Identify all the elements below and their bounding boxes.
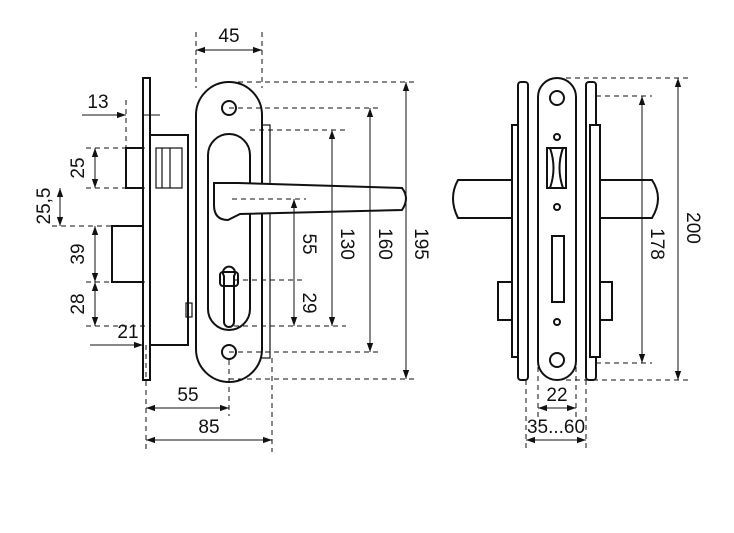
dim-200: 200	[682, 212, 703, 244]
dimension-labels: 45 13 25 25,5 39 28 21 55 85 55 29 130 1…	[34, 26, 703, 438]
left-back-plate	[517, 81, 529, 381]
dim-55-side: 55	[298, 233, 319, 254]
bottom-screw	[221, 344, 237, 360]
dim-195: 195	[410, 228, 431, 260]
side-dimensions	[526, 78, 682, 444]
dim-55-bottom: 55	[177, 385, 198, 406]
front-view	[52, 32, 418, 452]
dim-160: 160	[374, 228, 395, 260]
dim-130: 130	[336, 228, 357, 260]
dim-45: 45	[218, 26, 239, 47]
dim-35-60: 35...60	[527, 417, 585, 438]
dim-25: 25	[68, 157, 89, 178]
dim-21: 21	[117, 322, 138, 343]
side-view	[452, 77, 688, 452]
left-handle	[452, 179, 521, 219]
front-dimensions	[56, 46, 410, 444]
dim-29: 29	[298, 292, 319, 313]
dim-13: 13	[87, 92, 108, 113]
latch-bolt-inner	[155, 147, 183, 189]
side-faceplate	[537, 77, 577, 381]
latch-slot	[546, 147, 567, 189]
top-screw	[221, 100, 237, 116]
cylinder-hole	[222, 265, 236, 328]
escutcheon	[195, 81, 263, 383]
handle-lever	[213, 182, 407, 222]
dim-39: 39	[68, 243, 89, 264]
dim-85: 85	[198, 417, 219, 438]
dim-22: 22	[546, 385, 567, 406]
right-outer-plate	[589, 124, 601, 358]
bolt-slot	[551, 235, 565, 303]
dim-28: 28	[68, 293, 89, 314]
dim-178: 178	[646, 228, 667, 260]
faceplate	[142, 77, 151, 381]
dim-25-5: 25,5	[34, 188, 55, 225]
escutcheon-slot	[207, 133, 251, 331]
